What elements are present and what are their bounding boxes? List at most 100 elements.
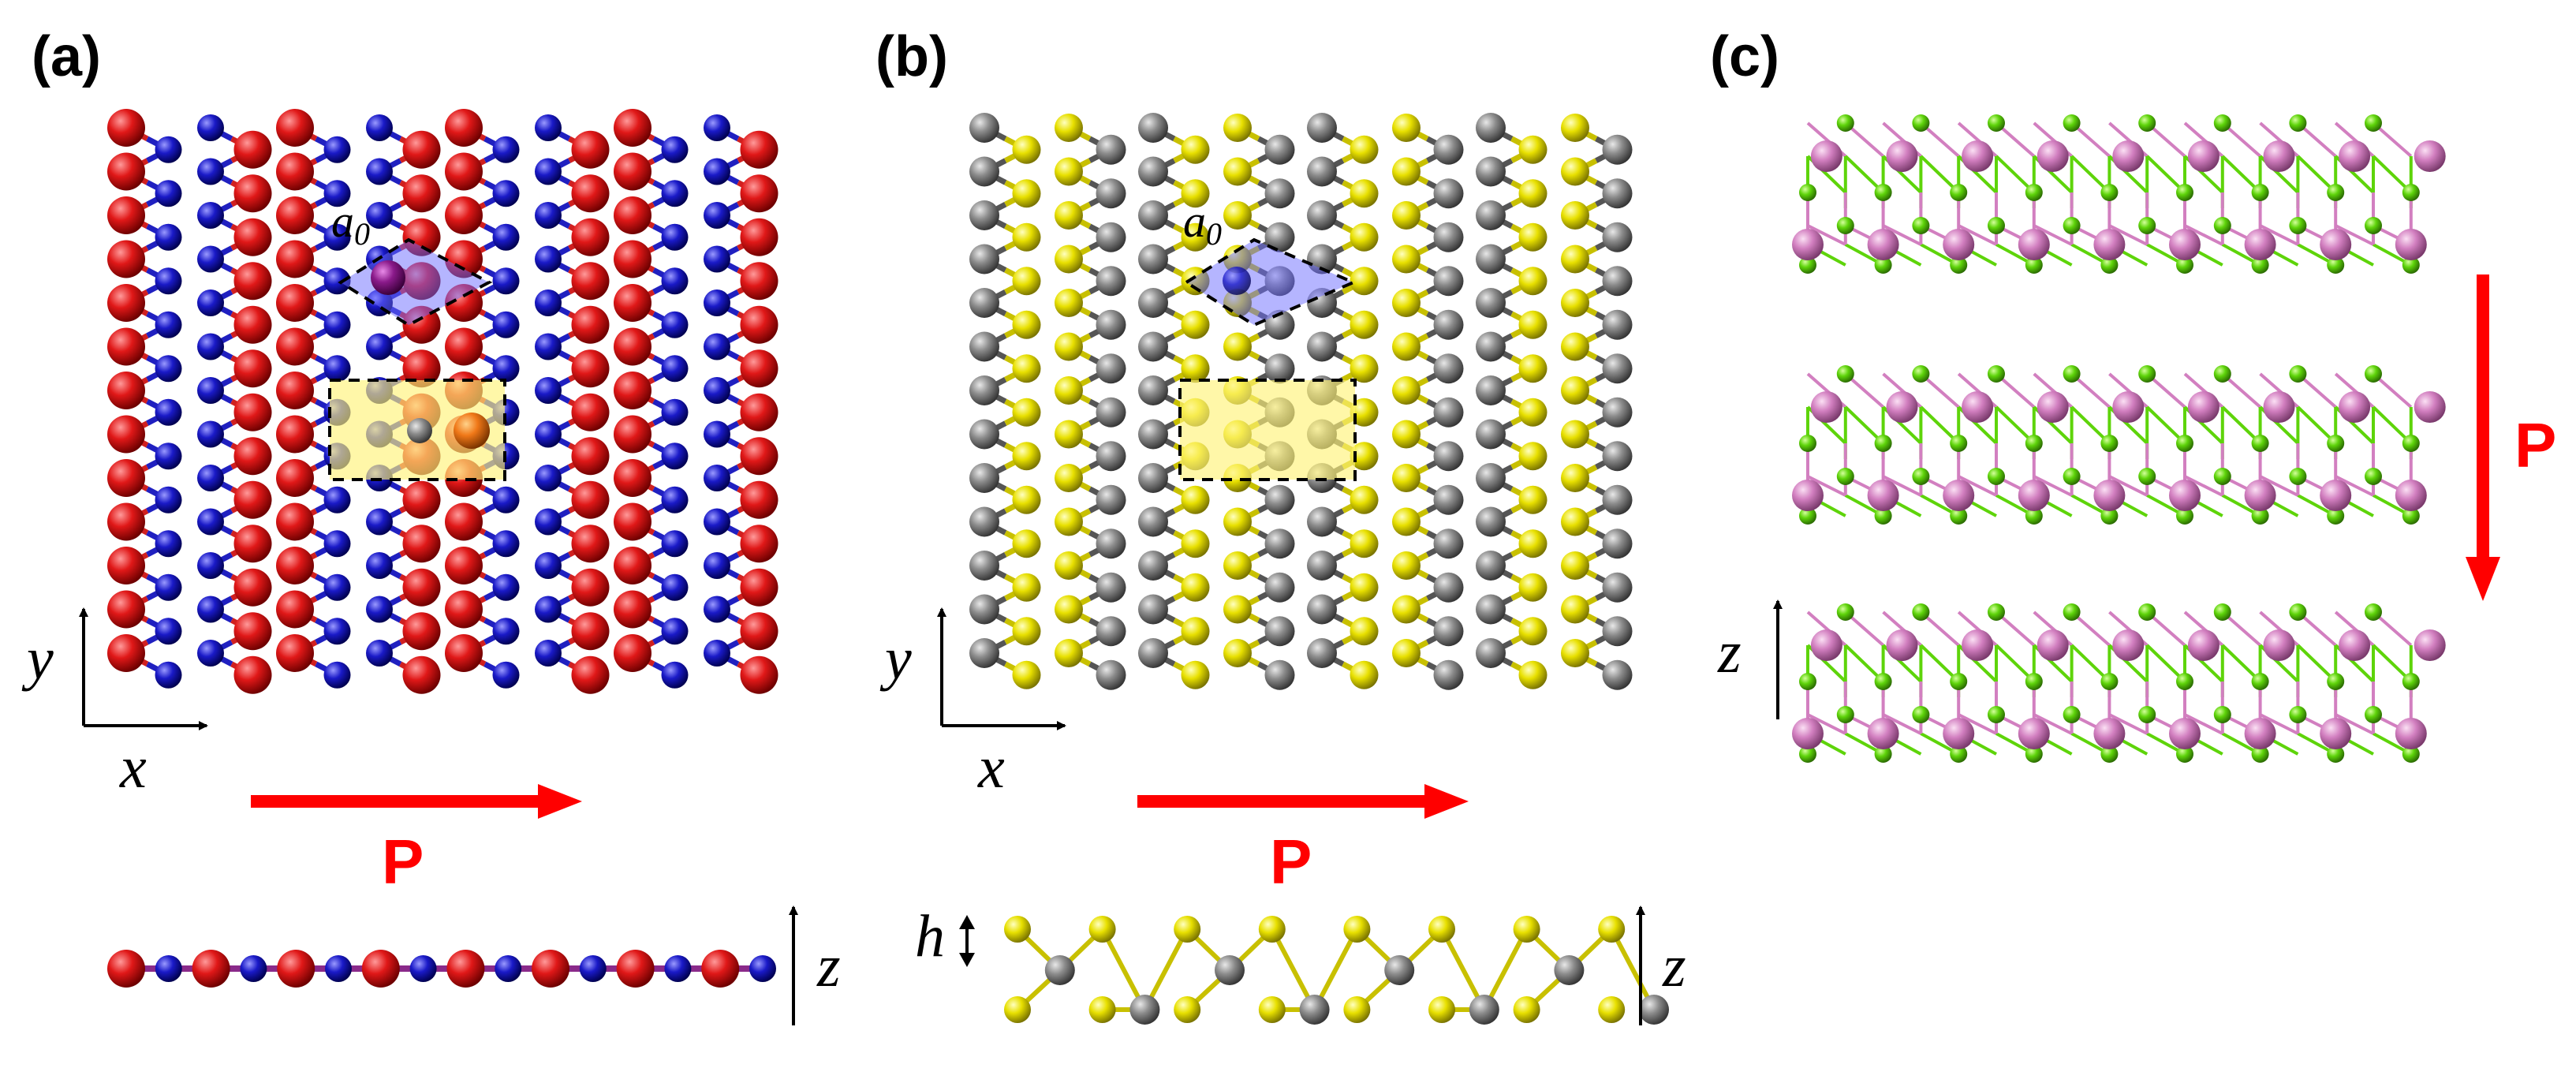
atom-pink: [1792, 480, 1824, 511]
atom-green: [1950, 507, 1968, 525]
panel-a-z-axis-label: z: [816, 933, 841, 999]
atom-gray: [1476, 156, 1506, 187]
bond: [1844, 644, 1884, 683]
atom-gray: [1307, 506, 1337, 537]
atom-gray: [1554, 955, 1585, 985]
atom-yellow: [1223, 332, 1252, 361]
atom-blue: [197, 596, 224, 623]
atom-green: [1988, 114, 2005, 132]
atom-green: [2289, 603, 2307, 621]
atom-gray: [1138, 419, 1168, 450]
atom-blue: [240, 955, 267, 982]
atom-gray: [1433, 134, 1464, 165]
atom-red: [276, 459, 314, 497]
atom-yellow: [1561, 420, 1589, 449]
atom-gray: [1384, 955, 1415, 985]
atom-yellow: [1350, 660, 1379, 689]
bond: [1099, 928, 1148, 1011]
atom-red: [571, 174, 610, 213]
atom-yellow: [1561, 507, 1589, 536]
atom-blue: [155, 443, 182, 470]
atom-gray: [1264, 134, 1295, 165]
atom-green: [2327, 673, 2345, 690]
atom-gray: [1476, 463, 1506, 493]
atom-yellow: [1350, 398, 1379, 427]
atom-blue: [661, 530, 689, 558]
atom-blue: [366, 508, 393, 536]
atom-yellow: [1055, 157, 1083, 186]
atom-red: [614, 284, 651, 322]
atom-blue: [155, 355, 182, 383]
atom-gray: [1639, 995, 1669, 1025]
panel-label-b: (b): [875, 25, 948, 88]
atom-blue: [704, 596, 730, 623]
bond: [1958, 224, 1997, 246]
atom-gray: [969, 594, 999, 625]
atom-yellow: [1055, 245, 1083, 274]
atom-pink: [1962, 140, 1994, 172]
atom-red: [276, 152, 314, 191]
atom-red: [276, 372, 314, 409]
atom-blue: [197, 420, 224, 448]
atom-gray: [1476, 288, 1506, 318]
atom-yellow: [1012, 617, 1041, 646]
lattice-constant-subscript: 0: [354, 216, 370, 252]
atom-pink: [1867, 229, 1899, 260]
bond: [2145, 155, 2186, 194]
atom-gray: [1476, 551, 1506, 581]
atom-gray: [969, 331, 999, 362]
atom-yellow: [1012, 354, 1041, 383]
atom-green: [2063, 114, 2081, 132]
atom-gray: [1602, 178, 1633, 209]
atom-blue: [661, 223, 689, 251]
atom-gray: [1264, 222, 1295, 252]
atom-blue: [535, 245, 562, 273]
atom-pink: [2018, 480, 2050, 511]
atom-green: [2213, 603, 2231, 621]
atom-yellow: [1513, 996, 1540, 1023]
atom-blue: [661, 311, 689, 338]
atom-red: [276, 590, 314, 629]
atom-blue: [664, 955, 692, 982]
atom-yellow: [1518, 310, 1547, 339]
atom-blue: [492, 180, 520, 207]
atom-yellow: [1350, 442, 1379, 471]
atom-blue: [492, 661, 520, 689]
atom-blue: [535, 596, 562, 623]
bond: [2184, 475, 2223, 497]
atom-yellow: [1012, 660, 1041, 689]
atom-green: [2213, 114, 2231, 132]
atom-red: [107, 196, 145, 234]
bond: [2221, 405, 2261, 445]
atom-gray: [1138, 113, 1168, 143]
atom-blue: [323, 267, 351, 295]
atom-gray: [1476, 375, 1506, 405]
atom-yellow: [1223, 551, 1252, 580]
atom-red: [571, 218, 610, 256]
atom-green: [2213, 468, 2231, 485]
atom-green: [1912, 706, 1930, 723]
atom-blue: [535, 377, 562, 404]
bond: [1807, 475, 1846, 497]
atom-pink: [2187, 629, 2219, 661]
atom-gray: [1602, 397, 1633, 428]
atom-gray: [1469, 995, 1499, 1025]
atom-red: [740, 262, 778, 301]
atom-red: [276, 547, 314, 584]
atom-red: [107, 109, 145, 147]
atom-red: [740, 174, 778, 213]
panel-c-polarization-label: P: [2514, 410, 2556, 480]
atom-red: [402, 349, 441, 388]
atom-gray: [1602, 616, 1633, 647]
atom-yellow: [1181, 660, 1210, 689]
atom-green: [2025, 673, 2043, 690]
atom-pink: [2320, 229, 2352, 260]
atom-yellow: [1518, 617, 1547, 646]
atom-pink: [2414, 140, 2446, 172]
bond: [1882, 713, 1922, 735]
atom-gray: [1096, 178, 1126, 209]
atom-yellow: [1598, 916, 1626, 943]
atom-red: [107, 590, 145, 629]
atom-red: [740, 218, 778, 256]
bond: [2033, 475, 2073, 497]
